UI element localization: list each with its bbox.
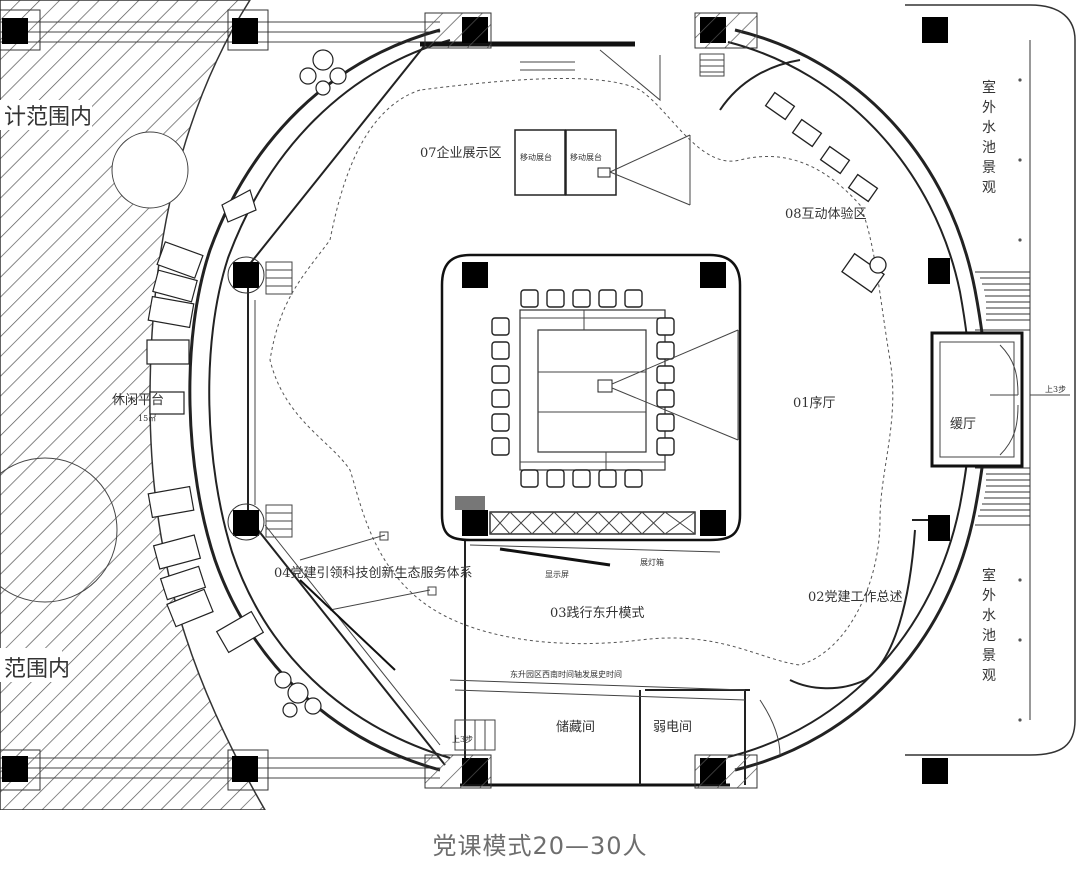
column-frames bbox=[0, 9, 758, 791]
svg-text:外: 外 bbox=[982, 588, 996, 604]
zone-electric-label: 弱电间 bbox=[653, 720, 692, 735]
zone-lounge-label: 缓厅 bbox=[950, 417, 976, 432]
zone-01-label: 01序厅 bbox=[793, 396, 836, 411]
pool-label-top: 室 外 水 池 景 观 bbox=[982, 79, 996, 196]
svg-text:外: 外 bbox=[982, 100, 996, 116]
zone-07-label: 07企业展示区 bbox=[420, 145, 502, 161]
svg-text:水: 水 bbox=[982, 120, 996, 136]
corridor-note-label: 东升园区西南时间轴发展史时间 bbox=[510, 669, 622, 679]
outside-label-top: 计范围内 bbox=[4, 105, 92, 130]
svg-text:观: 观 bbox=[982, 668, 996, 684]
svg-text:水: 水 bbox=[982, 608, 996, 624]
outside-pool-strip bbox=[905, 4, 1076, 756]
pool-label-bottom: 室 外 水 池 景 观 bbox=[982, 567, 996, 684]
svg-text:观: 观 bbox=[982, 180, 996, 196]
floor-plan: 计范围内 范围内 室 外 水 池 景 观 bbox=[0, 0, 1076, 810]
svg-text:景: 景 bbox=[982, 160, 996, 176]
up-steps-left-label: 上3步 bbox=[452, 735, 473, 744]
zone-storage-label: 储藏间 bbox=[556, 720, 595, 735]
lounge-furniture bbox=[146, 49, 347, 718]
interactive-stations bbox=[764, 91, 887, 294]
outer-strips bbox=[0, 21, 730, 787]
svg-text:室: 室 bbox=[982, 567, 996, 584]
outside-hatched-area bbox=[0, 0, 266, 810]
svg-text:池: 池 bbox=[982, 140, 996, 156]
exhibition-boundary bbox=[269, 77, 894, 666]
zone-rest-label: 休闲平台 bbox=[112, 393, 164, 408]
lightbox-label: 展灯箱 bbox=[640, 557, 664, 567]
small-stairs bbox=[265, 53, 725, 751]
central-classroom bbox=[440, 253, 742, 567]
mobile-booth-2-label: 移动展台 bbox=[570, 152, 602, 162]
svg-text:室: 室 bbox=[982, 79, 996, 96]
mobile-booth-1-label: 移动展台 bbox=[520, 152, 552, 162]
up-steps-right-label: 上3步 bbox=[1045, 385, 1066, 394]
screen-label: 显示屏 bbox=[545, 570, 569, 579]
lounge-room bbox=[930, 331, 1070, 468]
zone-08-label: 08互动体验区 bbox=[785, 206, 867, 222]
zone-04-label: 04党建引领科技创新生态服务体系 bbox=[274, 565, 473, 581]
mobile-booths bbox=[514, 129, 691, 206]
figure-caption: 党课模式20—30人 bbox=[432, 832, 648, 860]
zone-02-label: 02党建工作总述 bbox=[808, 590, 903, 605]
outside-label-bottom: 范围内 bbox=[4, 657, 70, 682]
zone-03-label: 03践行东升模式 bbox=[550, 606, 645, 621]
rest-area-label: 15㎡ bbox=[138, 414, 156, 423]
svg-text:池: 池 bbox=[982, 628, 996, 644]
svg-text:景: 景 bbox=[982, 648, 996, 664]
zone-04-displays bbox=[299, 531, 437, 671]
